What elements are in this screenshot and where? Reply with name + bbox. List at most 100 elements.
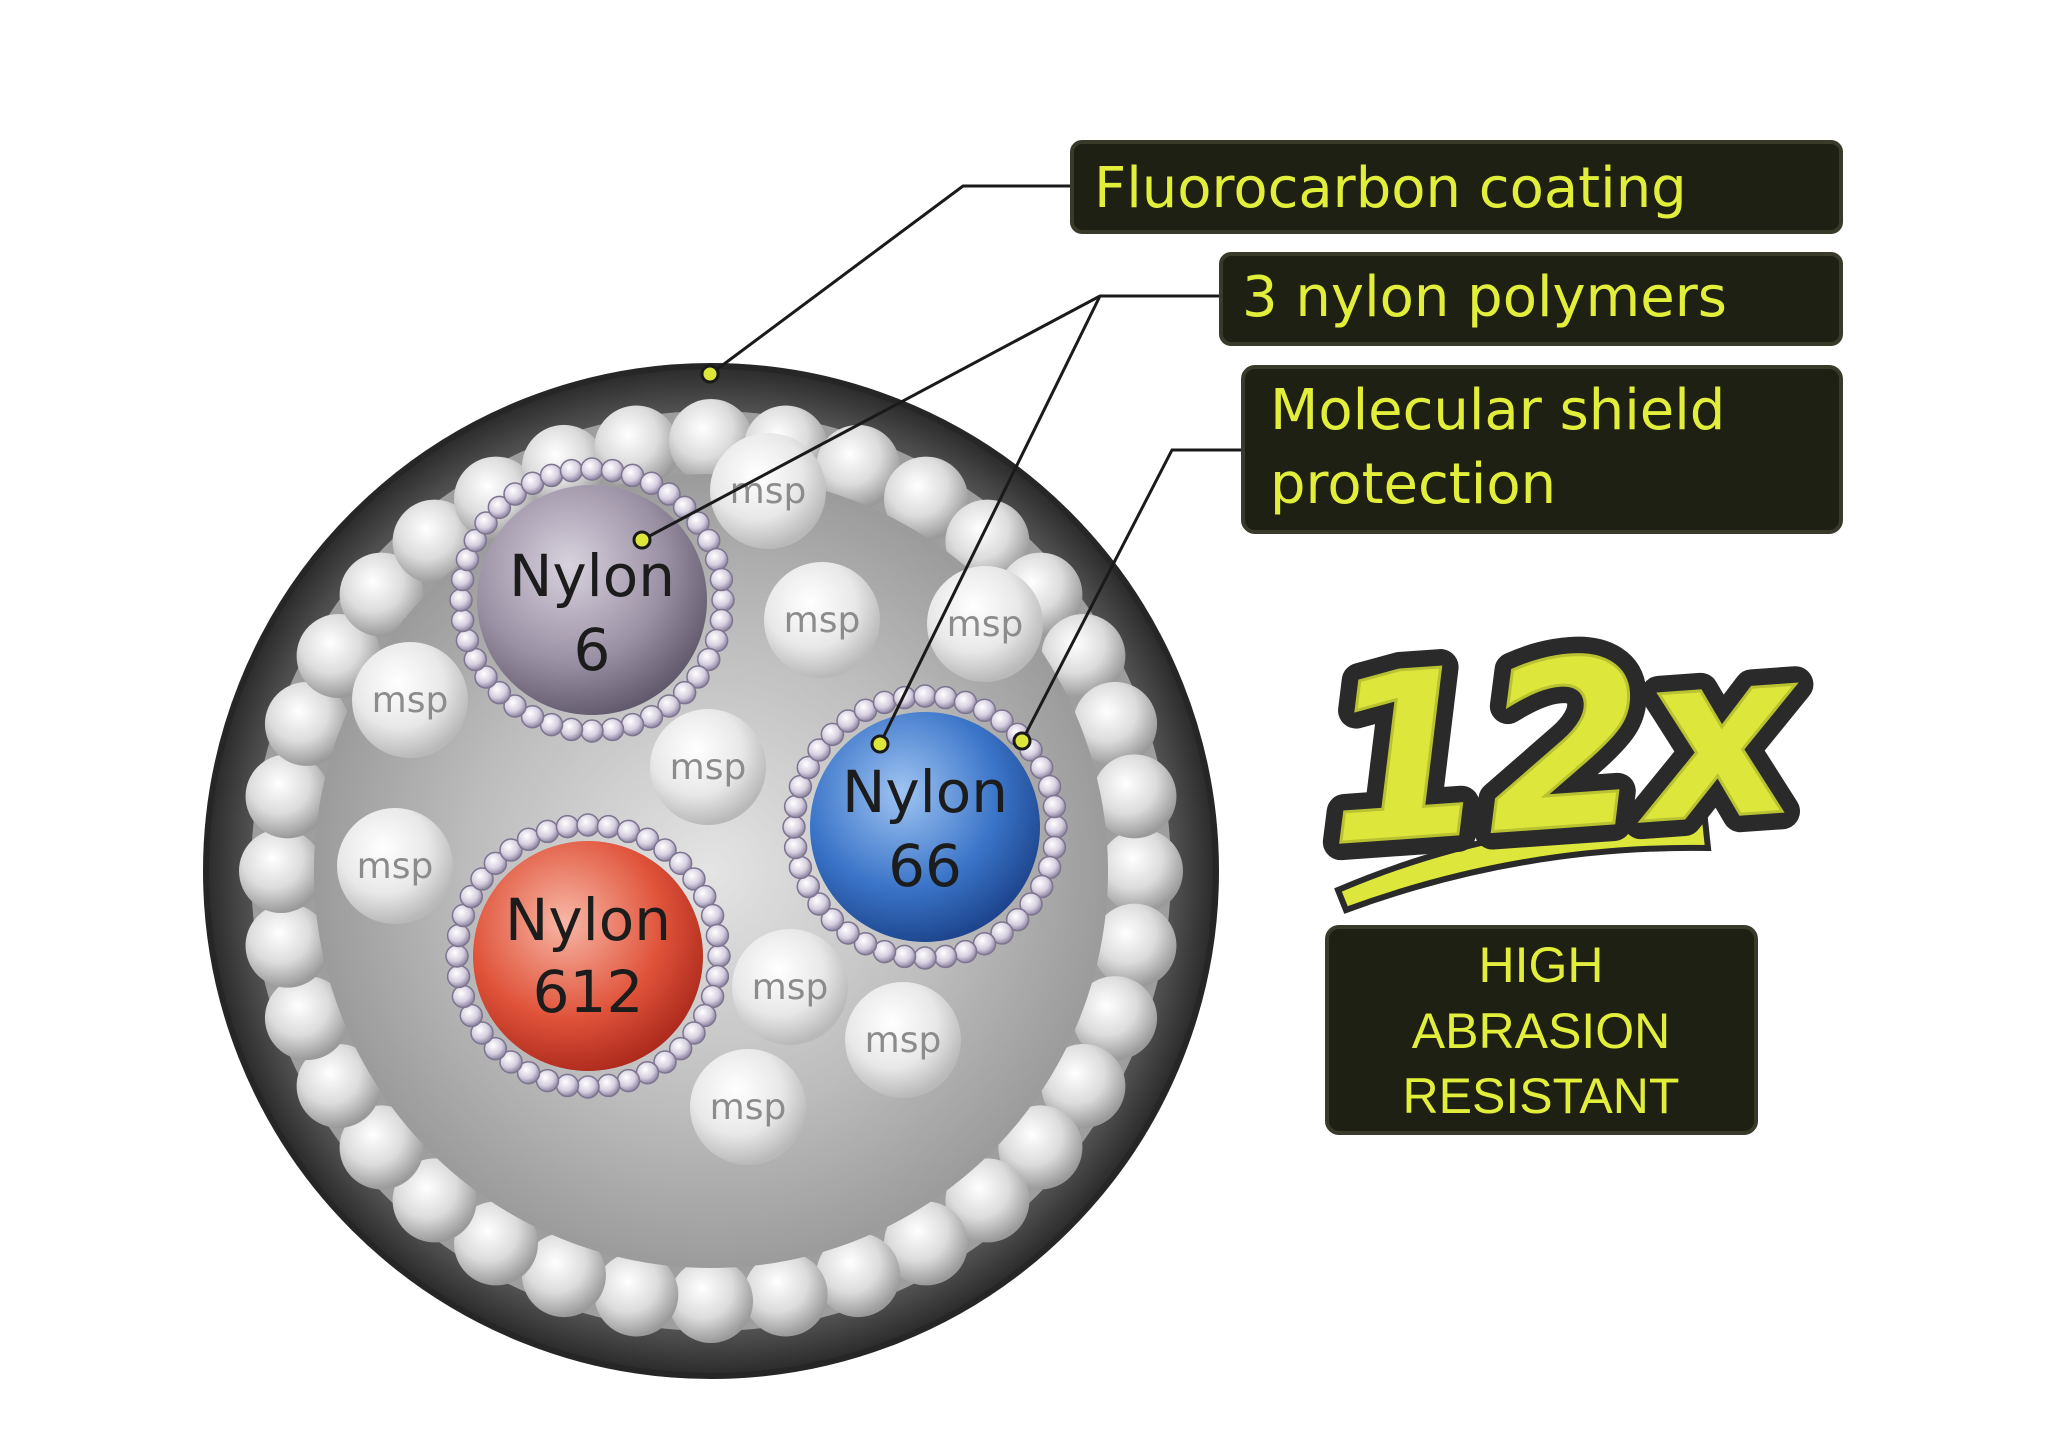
shield-bead xyxy=(783,794,808,819)
shield-bead xyxy=(596,814,621,839)
coating-bead xyxy=(296,1044,381,1128)
shield-bead xyxy=(450,567,475,592)
msp-sphere xyxy=(337,808,453,924)
fluorocarbon-dot xyxy=(700,364,720,384)
msp-sphere xyxy=(764,562,880,678)
shield-bead xyxy=(576,1075,600,1099)
callout-lines xyxy=(641,184,1243,745)
shield-bead xyxy=(580,457,604,481)
shield-bead xyxy=(990,709,1014,733)
shield-bead xyxy=(711,588,735,612)
fluorocarbon-leader-line xyxy=(711,184,1072,375)
msp-sphere xyxy=(845,982,961,1098)
nylon-612-bead-ring xyxy=(445,813,731,1099)
shield-bead xyxy=(707,944,731,968)
shield-bead xyxy=(913,684,937,708)
shield-bead xyxy=(620,712,645,737)
coating-bead xyxy=(245,903,330,988)
shield-bead xyxy=(635,827,660,852)
abrasion-line2: ABRASION xyxy=(1412,1003,1670,1059)
shield-bead xyxy=(499,838,523,862)
shield-bead xyxy=(555,1073,580,1098)
shield-bead xyxy=(913,946,937,970)
coating-bead xyxy=(521,1233,606,1318)
polymers-label: 3 nylon polymers xyxy=(1242,265,1727,330)
msp-label: msp xyxy=(372,680,449,721)
shield-bead xyxy=(520,704,545,729)
nylon-612-core xyxy=(473,841,703,1071)
shield-bead xyxy=(807,738,831,762)
shield-bead xyxy=(459,884,484,909)
shield-bead xyxy=(555,814,580,839)
abrasion-label-box: HIGH ABRASION RESISTANT xyxy=(1325,925,1758,1135)
shield-dot xyxy=(1012,731,1032,751)
shield-label-box: Molecular shield protection xyxy=(1241,365,1843,534)
nylon-6-label-line1: Nylon xyxy=(509,542,675,610)
shield-bead xyxy=(657,482,681,506)
coating-bead xyxy=(392,1158,477,1243)
shield-label-line2: protection xyxy=(1270,452,1556,517)
coating-bead xyxy=(998,1105,1083,1190)
coating-bead xyxy=(1099,829,1183,913)
abrasion-line1: HIGH xyxy=(1479,937,1604,993)
12x-underline-swoosh xyxy=(1334,816,1712,914)
shield-bead xyxy=(516,1060,541,1085)
shield-bead xyxy=(576,813,600,837)
coating-bead xyxy=(1073,976,1158,1061)
shield-bead xyxy=(807,892,831,916)
shield-bead xyxy=(503,482,527,506)
shield-bead xyxy=(446,923,471,948)
nylon-66-label-line1: Nylon xyxy=(842,758,1008,826)
shield-bead xyxy=(653,838,677,862)
msp-label: msp xyxy=(357,846,434,887)
shield-bead xyxy=(1042,794,1067,819)
shield-bead xyxy=(853,931,878,956)
coating-bead xyxy=(945,499,1030,584)
shield-bead xyxy=(559,717,584,742)
abrasion-line3: RESISTANT xyxy=(1403,1068,1680,1124)
shield-bead xyxy=(820,722,845,747)
shield-bead xyxy=(705,923,730,948)
shield-bead xyxy=(704,547,729,572)
shield-bead xyxy=(446,964,471,989)
shield-bead xyxy=(709,567,734,592)
shield-bead xyxy=(470,867,494,891)
coating-bead xyxy=(884,456,968,541)
coating-bead xyxy=(669,1259,753,1343)
shield-bead xyxy=(559,458,584,483)
shield-bead xyxy=(1042,835,1067,860)
shield-bead xyxy=(682,1021,706,1045)
shield-bead xyxy=(990,921,1014,945)
nylon-66-label-line2: 66 xyxy=(888,832,962,900)
shield-bead xyxy=(1037,774,1062,799)
shield-bead xyxy=(686,511,710,535)
msp-sphere xyxy=(352,642,468,758)
coating-bead xyxy=(816,1233,901,1318)
shield-bead xyxy=(1029,874,1054,899)
coating-bead xyxy=(239,829,323,913)
shield-bead xyxy=(700,903,725,928)
msp-label: msp xyxy=(730,471,807,512)
fluorocarbon-label-box: Fluorocarbon coating xyxy=(1070,140,1843,234)
shield-bead xyxy=(696,647,721,672)
nylon-66-core xyxy=(810,712,1040,942)
polymers-leader-line-nylon66 xyxy=(878,295,1102,745)
shield-bead xyxy=(933,944,958,969)
shield-leader-line xyxy=(1020,448,1243,742)
shield-bead xyxy=(463,528,488,553)
shield-bead xyxy=(1044,815,1068,839)
shield-bead xyxy=(499,1050,523,1074)
shield-bead xyxy=(783,835,808,860)
shield-bead xyxy=(653,1050,677,1074)
12x-outline: 12x xyxy=(1316,598,1809,897)
msp-label: msp xyxy=(784,600,861,641)
shield-label-line1: Molecular shield xyxy=(1270,378,1725,443)
msp-sphere xyxy=(927,566,1043,682)
shield-bead xyxy=(796,755,821,780)
shield-bead xyxy=(892,944,917,969)
coating-bead xyxy=(743,1252,828,1337)
shield-bead xyxy=(487,495,512,520)
coating-bead xyxy=(339,1105,424,1190)
polymers-label-box: 3 nylon polymers xyxy=(1219,252,1843,346)
